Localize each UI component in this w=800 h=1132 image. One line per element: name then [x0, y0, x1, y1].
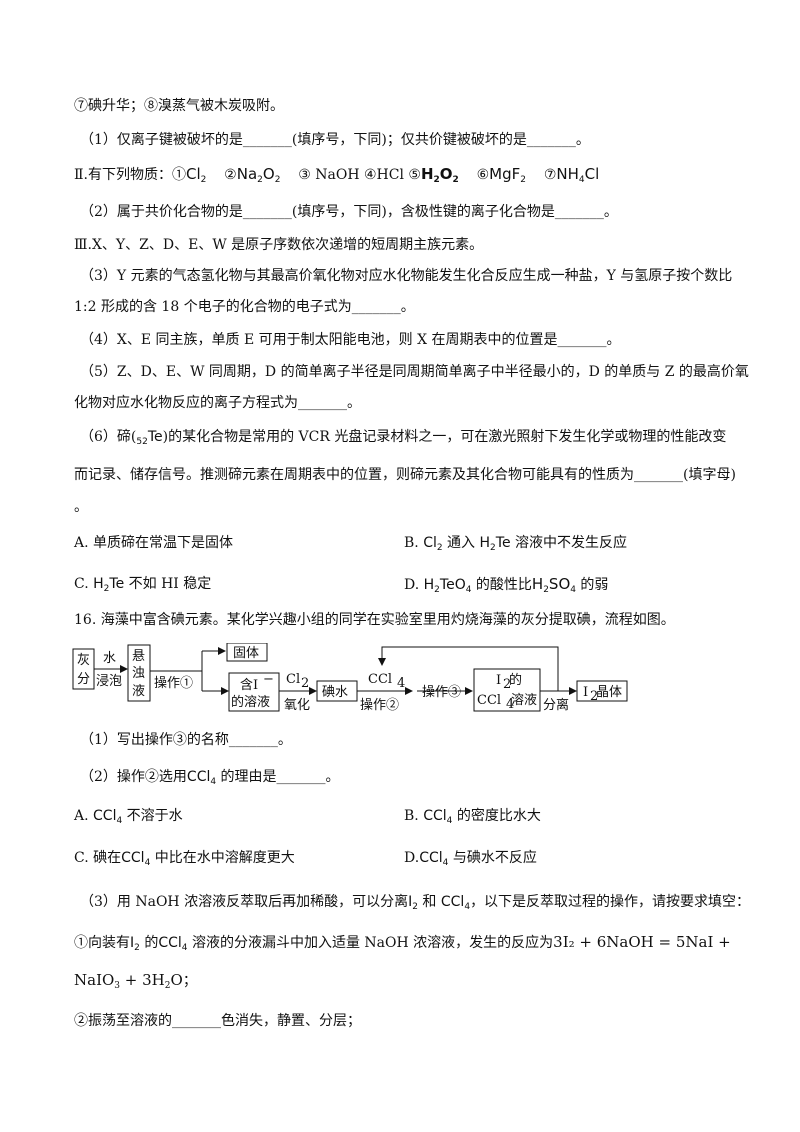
- flow-susp-2: 浊: [132, 666, 145, 681]
- option-16-b: B. CCl4 的密度比水大: [404, 808, 541, 826]
- flow-ash-1: 灰: [77, 653, 90, 668]
- suspension-box: [127, 644, 151, 702]
- option-16-c: C. 碘在CCl4 中比在水中溶解度更大: [74, 850, 295, 868]
- flow-i2: I: [496, 673, 501, 688]
- solid-box: [226, 643, 268, 662]
- question-16-1: （1）写出操作③的名称_______。: [80, 732, 292, 748]
- step-2: ②振荡至溶液的_______色消失，静置、分层；: [74, 1013, 361, 1029]
- question-3a: （3）Y 元素的气态氢化物与其最高价氧化物对应水化物能发生化合反应生成一种盐，Y…: [80, 268, 733, 284]
- flow-soak: 浸泡: [96, 674, 122, 689]
- option-b: B. Cl2 通入 H2Te 溶液中不发生反应: [404, 535, 628, 553]
- svg-text:4: 4: [506, 697, 514, 712]
- option-16-a: A. CCl4 不溶于水: [74, 808, 183, 826]
- flow-solid: 固体: [233, 646, 259, 661]
- flow-susp-1: 悬: [132, 649, 145, 664]
- i2-crystal-box: [576, 680, 628, 702]
- option-a: A. 单质碲在常温下是固体: [74, 535, 234, 551]
- question-2: （2）属于共价化合物的是_______(填序号，下同)，含极性键的离子化合物是_…: [80, 204, 618, 220]
- iodide-solution-box: [228, 672, 280, 712]
- flow-ash-2: 分: [77, 672, 90, 687]
- flow-oxidize: 氧化: [284, 698, 310, 713]
- question-6a: （6）碲(52Te)的某化合物是常用的 VCR 光盘记录材料之一，可在激光照射下…: [80, 429, 727, 447]
- flow-op3: 操作③: [422, 684, 461, 700]
- option-d: D. H2TeO4 的酸性比H2SO4 的弱: [404, 575, 609, 595]
- question-6b: 而记录、储存信号。推测碲元素在周期表中的位置，则碲元素及其化合物可能具有的性质为…: [74, 467, 736, 483]
- extraction-flowchart: 灰 分 水 浸泡 悬 浊 液 操作① 固体 含I − 的溶液 Cl 2 氧化 碘…: [72, 643, 628, 713]
- svg-text:2: 2: [590, 689, 598, 704]
- flow-i2c: I: [583, 685, 588, 700]
- flow-solution: 溶液: [511, 693, 537, 708]
- flow-water: 水: [103, 651, 116, 666]
- flow-separate: 分离: [543, 697, 569, 713]
- question-1: （1）仅离子键被破坏的是_______(填序号，下同)；仅共价键被破坏的是___…: [80, 132, 590, 148]
- flow-ccl4: CCl: [368, 672, 392, 687]
- flow-iodide-2: 的溶液: [231, 694, 270, 710]
- svg-text:−: −: [263, 672, 274, 687]
- step-1: ①向装有I2 的CCl4 溶液的分液漏斗中加入适量 NaOH 浓溶液，发生的反应…: [74, 933, 731, 953]
- question-5b: 化物对应水化物反应的离子方程式为_______。: [74, 395, 361, 411]
- i2-ccl4-box: [473, 668, 541, 712]
- question-4: （4）X、E 同主族，单质 E 可用于制太阳能电池，则 X 在周期表中的位置是_…: [80, 332, 621, 348]
- option-16-d: D.CCl4 与碘水不反应: [404, 850, 537, 868]
- recycle-arrow: [378, 646, 559, 691]
- svg-text:4: 4: [397, 676, 405, 691]
- text-line-1: ⑦碘升华；⑧溴蒸气被木炭吸附。: [74, 98, 284, 114]
- question-3b: 1:2 形成的含 18 个电子的化合物的电子式为_______。: [74, 299, 415, 315]
- flow-iodide-1: 含I: [240, 677, 258, 693]
- flow-of: 的: [509, 672, 522, 688]
- flow-iodine-water: 碘水: [322, 685, 348, 700]
- svg-text:2: 2: [503, 677, 511, 692]
- question-5a: （5）Z、D、E、W 同周期，D 的简单离子半径是同周期简单离子中半径最小的，D…: [80, 364, 749, 380]
- question-6c: 。: [74, 499, 88, 515]
- flow-susp-3: 液: [132, 684, 145, 699]
- question-16-2: （2）操作②选用CCl4 的理由是_______。: [80, 769, 340, 787]
- flow-op2: 操作②: [360, 697, 399, 713]
- svg-text:2: 2: [301, 676, 309, 691]
- equation-cont: NaIO3 + 3H2O；: [74, 971, 197, 991]
- question-16-3: （3）用 NaOH 浓溶液反萃取后再加稀酸，可以分离I2 和 CCl4，以下是反…: [80, 894, 751, 912]
- flow-crystal: 晶体: [596, 685, 622, 700]
- substance-list: Ⅱ.有下列物质：①Cl2 ②Na2O2 ③ NaOH ④HCl ⑤H2O2 ⑥M…: [74, 165, 600, 185]
- flow-op1: 操作①: [154, 675, 193, 691]
- flow-ccl4b: CCl: [477, 693, 501, 708]
- flow-cl2: Cl: [286, 672, 300, 687]
- problem-16-intro: 16. 海藻中富含碘元素。某化学兴趣小组的同学在实验室里用灼烧海藻的灰分提取碘，…: [74, 612, 675, 628]
- section-3-intro: Ⅲ.X、Y、Z、D、E、W 是原子序数依次递增的短周期主族元素。: [74, 237, 484, 253]
- option-c: C. H2Te 不如 HI 稳定: [74, 576, 212, 594]
